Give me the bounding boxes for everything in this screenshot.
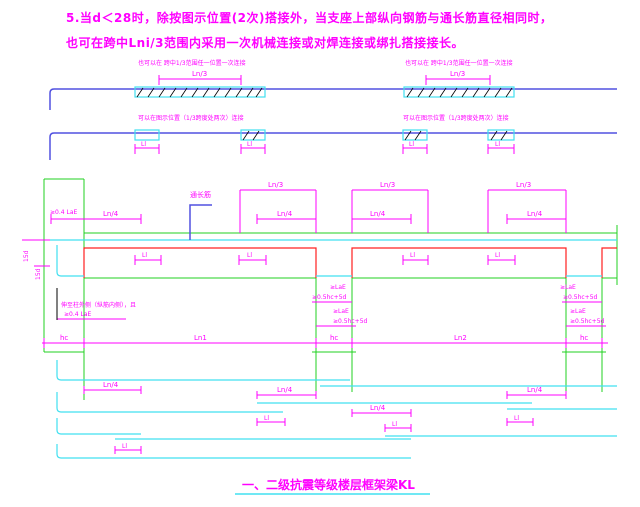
dim-hc: hc — [580, 334, 588, 342]
dim-ll: Ll — [141, 141, 146, 148]
rebar-breakdown: Ln/4 Ln/4 Ln/4 Ln/4 Ll Ll Ll Ll — [56, 360, 617, 459]
dim-lae: ≥LaE — [570, 308, 586, 315]
dim-05hc: ≥0.5hc+5d — [563, 294, 598, 301]
dim-ll: Ll — [514, 415, 519, 422]
detail-label-left: 也可以在 跨中1/3范围任一位置一次连接 — [138, 59, 246, 67]
dim-ln4: Ln/4 — [527, 386, 543, 394]
dim-ll: Ll — [495, 141, 500, 148]
detail-two-splice: 可以在图示位置（1/3跨度处两次）连接 可以在图示位置（1/3跨度处两次）连接 … — [49, 114, 617, 160]
dim-ln3: Ln/3 — [450, 70, 465, 78]
diagram-title: 一、二级抗震等级楼层框架梁KL — [242, 477, 415, 492]
dim-ll: Ll — [264, 415, 269, 422]
dim-ln1: Ln1 — [194, 334, 207, 342]
rebar-label: 通长筋 — [190, 190, 211, 199]
detail-one-splice: 也可以在 跨中1/3范围任一位置一次连接 也可以在 跨中1/3范围任一位置一次连… — [49, 59, 617, 110]
dim-ln3: Ln/3 — [192, 70, 207, 78]
dim-ln4: Ln/4 — [103, 381, 119, 389]
dim-ln3: Ln/3 — [516, 181, 531, 189]
dim-ll: Ll — [122, 443, 127, 450]
dim-ln4: Ln/4 — [370, 404, 386, 412]
dim-hc: hc — [60, 334, 68, 342]
dim-ln4: Ln/4 — [277, 386, 293, 394]
dim-ln3: Ln/3 — [268, 181, 283, 189]
dim-ln3: Ln/3 — [380, 181, 395, 189]
note-line-1: 5.当d＜28时，除按图示位置(2次)搭接外，当支座上部纵向钢筋与通长筋直径相同… — [66, 10, 553, 25]
dim-15d: 15d — [23, 250, 30, 262]
dim-05hc: ≥0.5hc+5d — [333, 318, 368, 325]
dim-ll: Ll — [247, 252, 252, 259]
main-beam-elevation: 通长筋 Ln/3 Ln/3 Ln/3 Ln/4 Ln/4 Ln/4 Ln/4 ≥… — [22, 178, 618, 400]
dim-ll: Ll — [247, 141, 252, 148]
detail2-label-right: 可以在图示位置（1/3跨度处两次）连接 — [403, 114, 509, 122]
detail-label-right: 也可以在 跨中1/3范围任一位置一次连接 — [405, 59, 513, 67]
left-anchor-dim: ≥0.4 LaE — [64, 311, 91, 318]
dim-ln4: Ln/4 — [370, 210, 386, 218]
dim-ll: Ll — [392, 421, 397, 428]
dim-5d: 15d — [35, 268, 42, 280]
dim-ll: Ll — [142, 252, 147, 259]
left-anchor-note: 伸至柱外侧（纵筋内侧），且 — [61, 301, 136, 309]
dim-05hc: ≥0.5hc+5d — [312, 294, 347, 301]
dim-ll: Ll — [410, 252, 415, 259]
dim-ll: Ll — [495, 252, 500, 259]
dim-05hc: ≥0.5hc+5d — [570, 318, 605, 325]
detail2-label-left: 可以在图示位置（1/3跨度处两次）连接 — [138, 114, 244, 122]
note-line-2: 也可在跨中Lni/3范围内采用一次机械连接或对焊连接或绑扎搭接接长。 — [66, 35, 464, 50]
dim-ln4: Ln/4 — [527, 210, 543, 218]
dim-ln4: Ln/4 — [103, 210, 119, 218]
dim-ln2: Ln2 — [454, 334, 467, 342]
dim-lae: ≥LaE — [560, 284, 576, 291]
dim-04lae: ≥0.4 LaE — [50, 209, 77, 216]
dim-ll: Ll — [409, 141, 414, 148]
dim-lae: ≥LaE — [333, 308, 349, 315]
dim-hc: hc — [330, 334, 338, 342]
dim-ln4: Ln/4 — [277, 210, 293, 218]
dim-lae: ≥LaE — [330, 284, 346, 291]
